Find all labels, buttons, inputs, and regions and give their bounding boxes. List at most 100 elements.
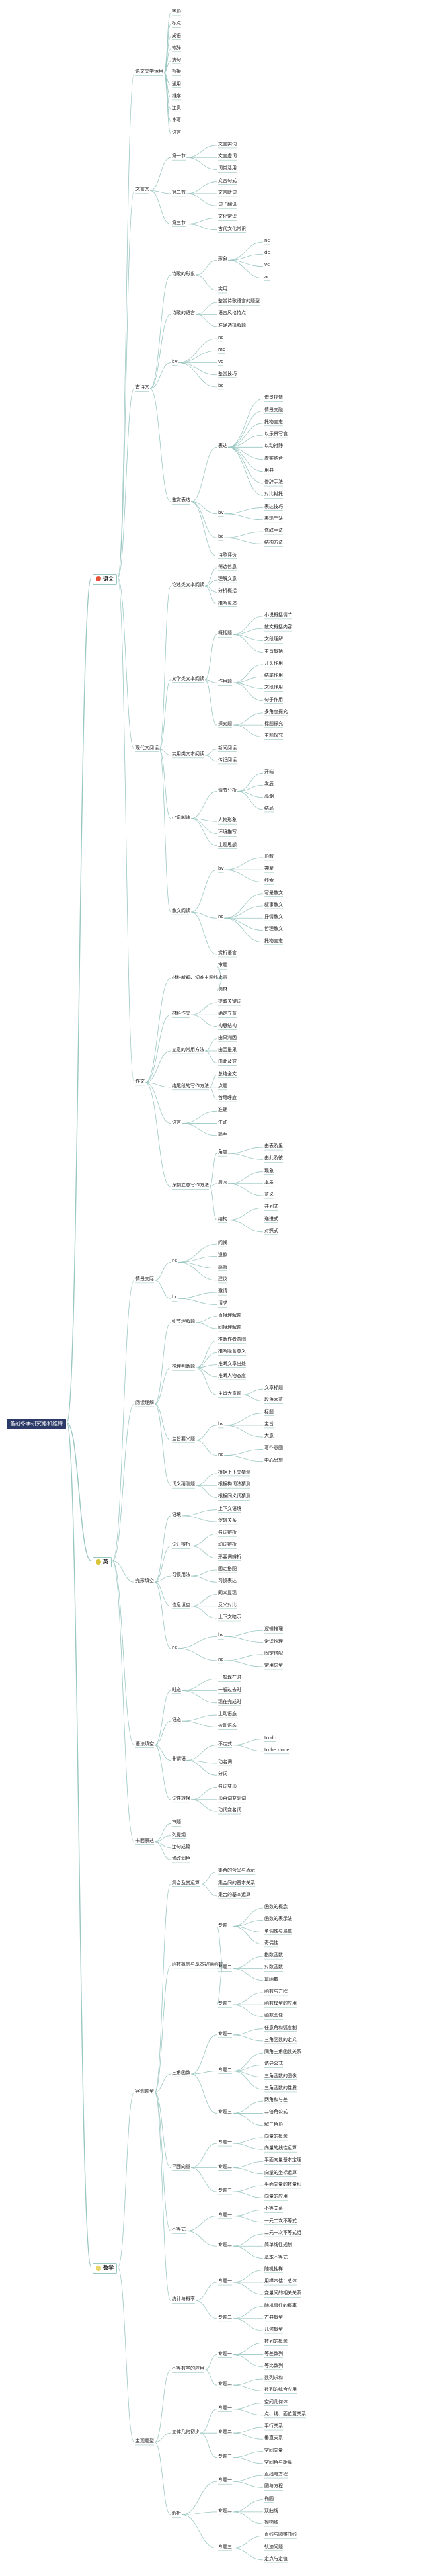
connector-line	[204, 679, 217, 683]
leaf-node: 定点与定值	[264, 2556, 288, 2562]
node-label: 习惯表达	[218, 1578, 237, 1584]
connector-line	[186, 181, 217, 194]
connector-line	[195, 274, 217, 291]
leaf-node: 随机抽样	[264, 2266, 283, 2272]
node-label: 构思结构	[218, 1022, 237, 1028]
topic-node: 表达	[218, 443, 227, 449]
node-label: 专题二	[218, 2507, 232, 2513]
connector-line	[224, 1654, 264, 1661]
node-label: ac	[264, 274, 270, 280]
connector-line	[224, 513, 264, 520]
node-label: 文言句式	[218, 177, 237, 183]
connector-line	[232, 2451, 264, 2458]
topic-node: 论述类文本阅读	[172, 582, 204, 588]
leaf-node: 列提纲	[172, 1832, 186, 1838]
connector-line	[232, 2100, 264, 2114]
connector-line	[200, 1871, 217, 1885]
connector-line	[117, 577, 135, 1083]
node-label: 椭圆	[264, 2495, 274, 2501]
node-label: 语文	[103, 575, 114, 582]
leaf-node: 词类活用	[218, 165, 237, 171]
connector-line	[112, 1560, 135, 1843]
connector-line	[195, 2300, 217, 2319]
connector-line	[216, 978, 224, 991]
node-label: 逻辑关系	[218, 1517, 237, 1523]
connector-line	[154, 1720, 171, 1746]
node-label: 主观题型	[135, 2438, 154, 2444]
connector-line	[190, 501, 217, 515]
node-label: 空间几何体	[264, 2399, 288, 2405]
node-label: 直线与圆锥曲线	[264, 2532, 297, 2538]
connector-line	[227, 435, 264, 448]
connector-line	[227, 1220, 264, 1233]
connector-line	[190, 791, 217, 819]
connector-line	[232, 2409, 264, 2416]
node-label: 主旨概括	[264, 648, 283, 654]
leaf-node: 双曲线	[264, 2508, 278, 2514]
connector-line	[154, 1403, 171, 1486]
connector-line	[232, 2548, 264, 2561]
leaf-node: 文化常识	[218, 214, 237, 220]
topic-node: 语法填空	[135, 1741, 154, 1747]
connector-line	[204, 679, 217, 726]
leaf-node: 病句	[172, 57, 181, 63]
connector-line	[145, 1082, 171, 1088]
leaf-node: 常识推理	[264, 1639, 283, 1645]
connector-line	[154, 1322, 171, 1405]
node-label: 衔接	[172, 69, 181, 75]
leaf-node: 结构方法	[264, 540, 283, 546]
node-label: nc	[218, 914, 224, 920]
node-label: 结尾段的写作方法	[172, 1083, 209, 1089]
topic-node: 散文阅读	[172, 908, 190, 914]
topic-node: 文学类文本阅读	[172, 676, 204, 682]
connector-line	[224, 1630, 264, 1637]
topic-node: 专题二	[218, 2315, 232, 2321]
node-label: 一般现在时	[218, 1675, 241, 1681]
node-label: 文言文	[135, 187, 149, 192]
node-label: 点题	[218, 1083, 227, 1089]
node-label: 集合间的基本关系	[218, 1880, 255, 1886]
node-label: 并列式	[264, 1204, 278, 1210]
node-label: 平面向量	[172, 2163, 190, 2169]
leaf-node: 以动衬静	[264, 443, 283, 449]
connector-line	[163, 24, 171, 73]
node-label: 统计与概率	[172, 2296, 195, 2302]
connector-line	[186, 193, 217, 206]
node-label: 层次	[218, 1179, 227, 1185]
connector-line	[178, 1298, 217, 1305]
topic-node: 第二节	[172, 190, 186, 196]
connector-line	[232, 1956, 264, 1969]
leaf-node: 诗歌评价	[218, 552, 237, 558]
leaf-node: 集合间的基本关系	[218, 1880, 255, 1886]
connector-line	[237, 785, 264, 792]
leaf-node: 实用	[218, 286, 227, 292]
leaf-node: 集合的基本运算	[218, 1892, 250, 1898]
connector-line	[232, 2034, 264, 2042]
node-label: 几何概型	[264, 2327, 283, 2333]
node-label: 英	[103, 1559, 108, 1565]
node-label: 小说阅读	[172, 814, 190, 820]
topic-node: 书面表达	[135, 1838, 154, 1844]
leaf-node: 推断文章出处	[218, 1361, 246, 1367]
leaf-node: mc	[218, 347, 225, 353]
leaf-node: 数列的综合应用	[264, 2387, 297, 2393]
connector-line	[232, 712, 264, 726]
node-label: 问候	[218, 1240, 227, 1246]
leaf-node: 直线与圆锥曲线	[264, 2532, 297, 2538]
node-label: 专题二	[218, 2314, 232, 2320]
connector-line	[232, 2535, 264, 2549]
node-label: 点、线、面位置关系	[264, 2411, 306, 2417]
topic-node: 不定式	[218, 1741, 232, 1747]
connector-line	[227, 1207, 264, 1220]
topic-node: 结构	[218, 1216, 227, 1222]
topic-node: 平面向量	[172, 2164, 190, 2170]
topic-node: 作文	[135, 1079, 145, 1085]
connector-line	[232, 1926, 264, 1945]
topic-node: 细节理解题	[172, 1319, 195, 1325]
node-label: 定点与定值	[264, 2555, 288, 2561]
node-label: 用样本估计总体	[264, 2278, 297, 2284]
leaf-node: 赏析语言	[218, 950, 237, 956]
leaf-node: 鉴赏技巧	[218, 371, 237, 377]
leaf-node: 多角度探究	[264, 709, 288, 715]
topic-node: 阅读理解	[135, 1400, 154, 1406]
